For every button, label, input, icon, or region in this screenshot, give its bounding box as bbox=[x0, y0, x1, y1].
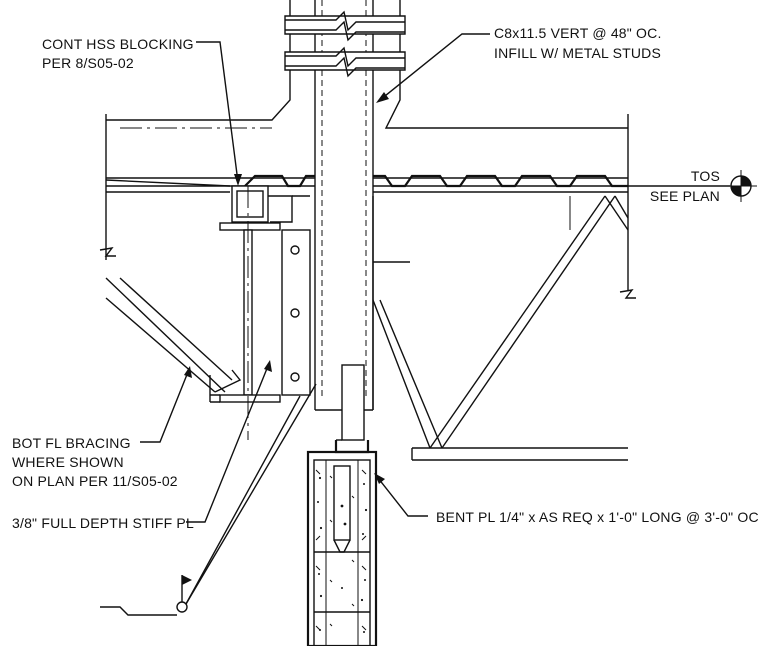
note-cont-hss-line1: CONT HSS BLOCKING bbox=[42, 36, 194, 52]
note-cont-hss-line2: PER 8/S05-02 bbox=[42, 55, 134, 71]
roof-joist bbox=[372, 195, 629, 461]
steel-beam bbox=[209, 185, 311, 403]
note-bot-fl-line1: BOT FL BRACING bbox=[12, 435, 131, 451]
bent-plate bbox=[334, 364, 370, 454]
note-c8-line2: INFILL W/ METAL STUDS bbox=[494, 45, 661, 61]
leader-lines bbox=[100, 33, 490, 616]
note-see-plan: SEE PLAN bbox=[650, 188, 720, 204]
bottom-flange-bracing bbox=[105, 277, 242, 393]
note-tos: TOS bbox=[691, 168, 720, 184]
note-bot-fl-line2: WHERE SHOWN bbox=[12, 454, 124, 470]
note-stiff-pl: 3/8" FULL DEPTH STIFF PL bbox=[12, 515, 194, 531]
note-bot-fl-line3: ON PLAN PER 11/S05-02 bbox=[12, 473, 178, 489]
tos-elevation-symbol bbox=[628, 170, 757, 202]
roof-deck bbox=[99, 114, 636, 299]
note-bent-pl: BENT PL 1/4" x AS REQ x 1'-0" LONG @ 3'-… bbox=[436, 509, 759, 525]
upper-wall bbox=[106, 0, 628, 411]
masonry-wall bbox=[306, 450, 378, 646]
note-c8-line1: C8x11.5 VERT @ 48" OC. bbox=[494, 25, 662, 41]
